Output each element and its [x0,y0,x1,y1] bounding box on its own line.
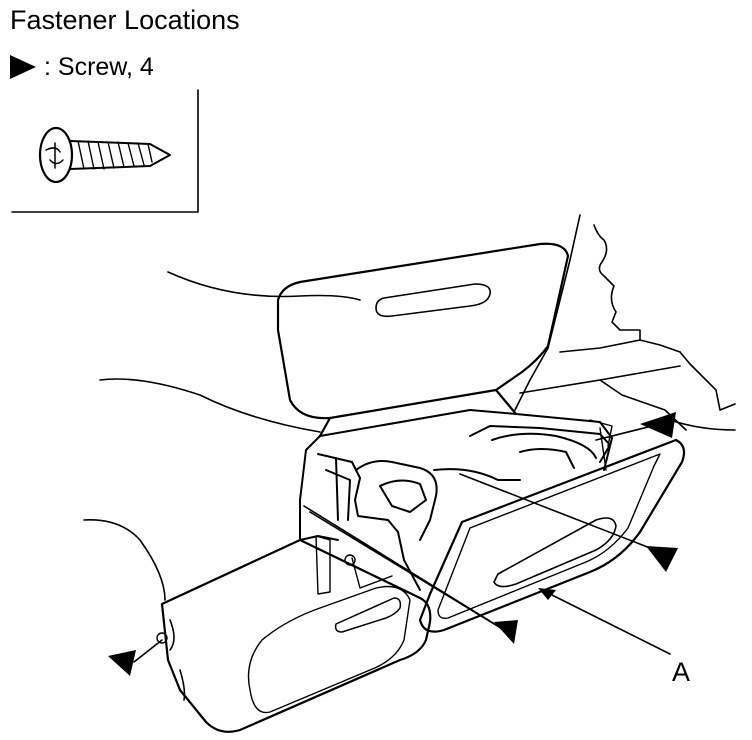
console-body [299,409,613,591]
screw-inset [11,89,199,213]
screw-marker-icon [10,55,36,79]
armrest-lid [276,242,570,438]
page-title: Fastener Locations [10,5,240,35]
screw-marker-icon [646,546,678,572]
fastener-legend: : Screw, 4 [8,52,154,82]
screw-icon [38,126,171,184]
screw-marker-icon [640,412,676,438]
vehicle-body-outline [83,214,736,601]
screw-marker-icon [494,620,518,644]
screw-location-markers [108,412,678,676]
callout-a-label: A [672,657,691,687]
callout-a-leader [538,588,671,655]
legend-text: : Screw, 4 [44,53,154,81]
screw-marker-icon [108,650,136,676]
left-side-panel [156,535,432,733]
right-side-panel-a [418,419,686,633]
screw-pointer-lines [133,423,661,663]
